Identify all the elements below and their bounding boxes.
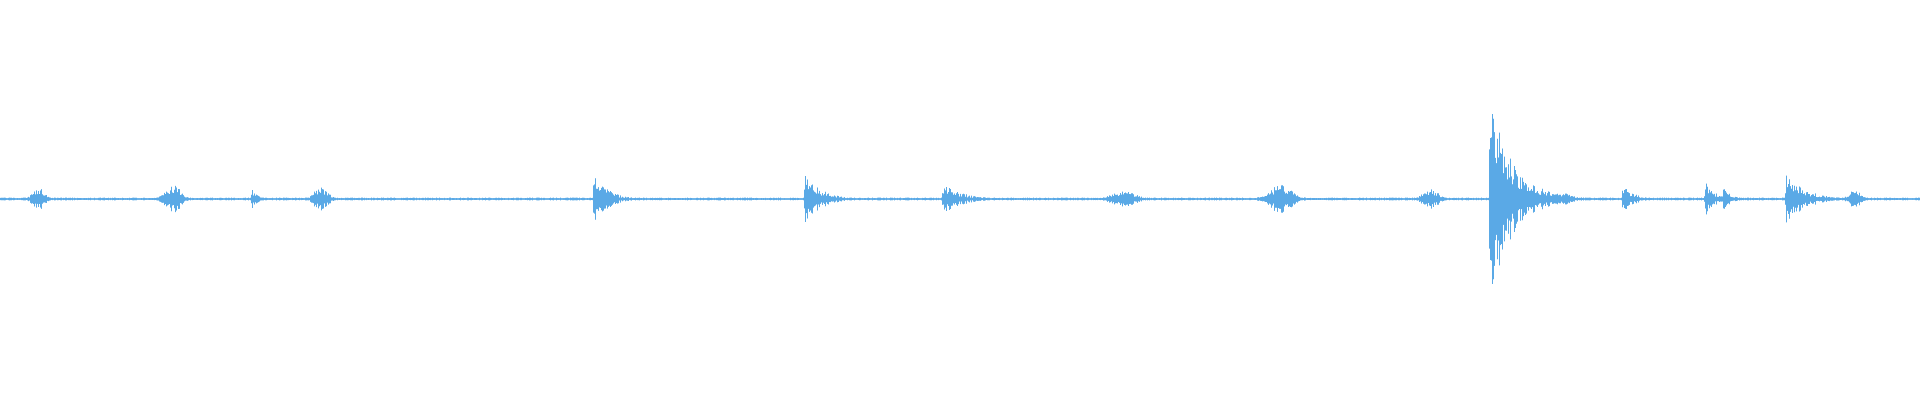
waveform-trace [0,114,1920,284]
waveform-samples [0,114,1920,284]
